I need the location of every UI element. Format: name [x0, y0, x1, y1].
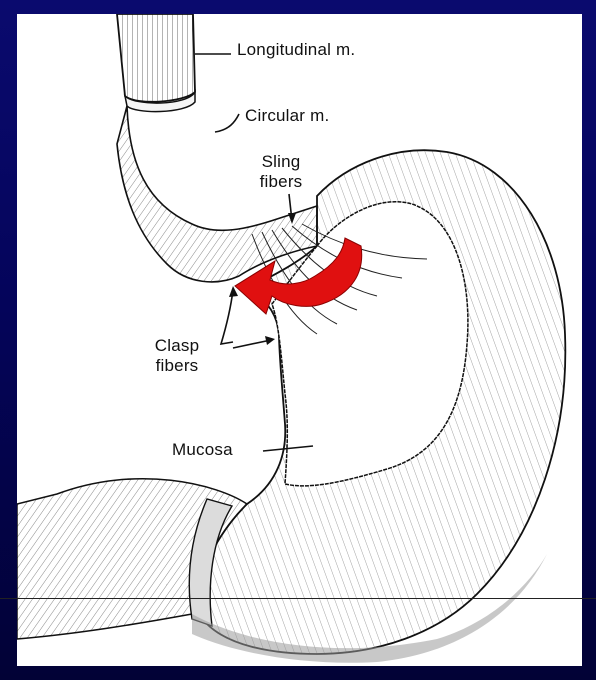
- label-sling-line1: Sling: [251, 152, 311, 172]
- illustration-frame: Longitudinal m. Circular m. Sling fibers…: [17, 14, 582, 666]
- label-clasp-line2: fibers: [147, 356, 207, 376]
- label-clasp-fibers: Clasp fibers: [147, 336, 207, 376]
- divider-line: [0, 598, 596, 599]
- esophagus-longitudinal: [117, 14, 195, 112]
- label-circular: Circular m.: [245, 106, 329, 126]
- label-sling-line2: fibers: [251, 172, 311, 192]
- label-clasp-line1: Clasp: [147, 336, 207, 356]
- label-mucosa: Mucosa: [172, 440, 233, 460]
- label-sling-fibers: Sling fibers: [251, 152, 311, 192]
- label-longitudinal: Longitudinal m.: [237, 40, 355, 60]
